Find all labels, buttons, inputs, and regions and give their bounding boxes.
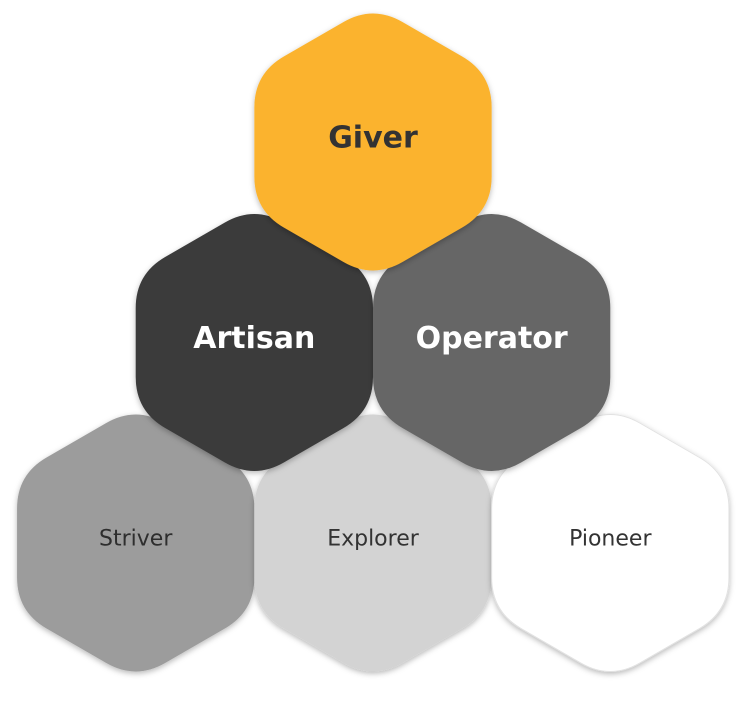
hexagon-striver-label: Striver xyxy=(99,527,173,552)
hexagon-artisan-shape xyxy=(135,214,373,471)
hexagon-pioneer-label: Pioneer xyxy=(569,527,652,552)
hexagon-pioneer-shape xyxy=(491,414,730,672)
hexagon-striver: Striver xyxy=(17,414,255,672)
hexagon-operator-label: Operator xyxy=(416,321,568,356)
hexagon-artisan-label: Artisan xyxy=(193,321,315,356)
hexagon-artisan: Artisan xyxy=(135,214,373,471)
hexagon-giver-label: Giver xyxy=(328,121,418,156)
hexagon-operator: Operator xyxy=(373,214,611,471)
hexagon-giver: Giver xyxy=(254,13,492,271)
hexagon-operator-shape xyxy=(373,214,611,471)
hexagon-pioneer: Pioneer xyxy=(491,414,730,672)
hexagon-explorer-shape xyxy=(254,414,492,672)
hexagon-explorer: Explorer xyxy=(254,414,492,672)
hexagon-striver-shape xyxy=(17,414,255,672)
hexagon-explorer-label: Explorer xyxy=(327,527,420,552)
hexagon-giver-shape xyxy=(254,13,492,271)
